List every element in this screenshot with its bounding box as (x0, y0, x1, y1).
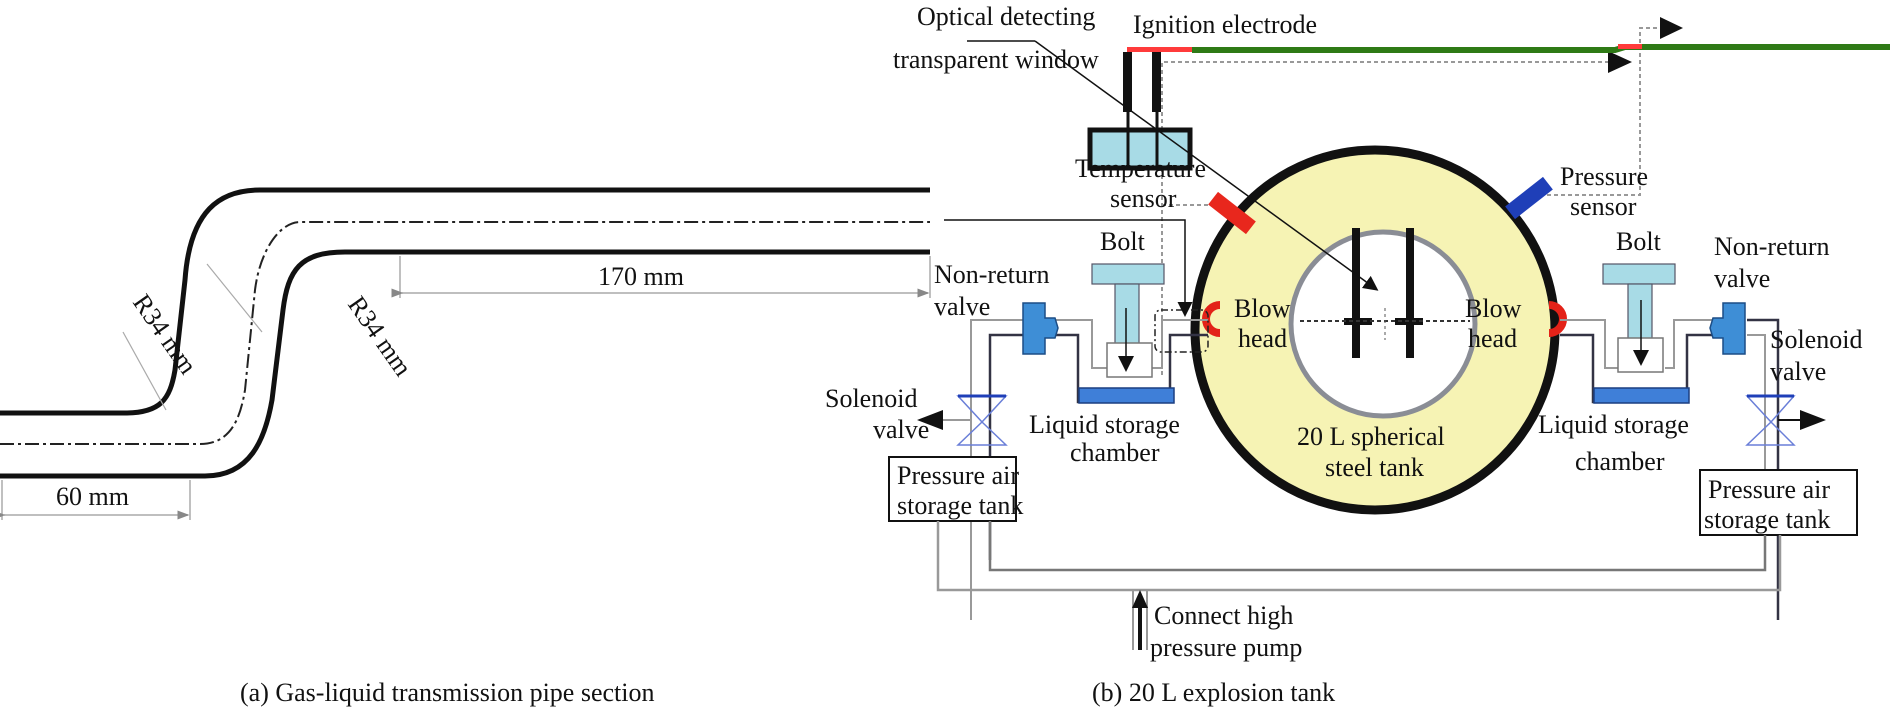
label-solenoid-left-1: Solenoid (825, 384, 917, 413)
temperature-sensor (1208, 191, 1256, 235)
label-temperature-2: sensor (1110, 184, 1177, 213)
label-optical-2: transparent window (893, 45, 1099, 74)
label-optical-1: Optical detecting (917, 2, 1095, 31)
inner-electrode (1352, 228, 1360, 358)
pipe-section-panel: 170 mm 60 mm R34 mm R34 mm (a) Gas-liqui… (0, 187, 931, 707)
pressure-sensor (1505, 176, 1553, 220)
label-pump-1: Connect high (1154, 601, 1293, 630)
signal-line-optical (1161, 61, 1620, 375)
electrode-rod (1152, 52, 1161, 112)
pipe-centerline (0, 221, 930, 445)
liquid-storage-chamber-left (1078, 387, 1175, 404)
optical-window-leader (1034, 40, 1379, 291)
label-blow-left-2: head (1238, 324, 1287, 353)
label-nrv-left-2: valve (934, 292, 990, 321)
pipe-wall-lower (0, 249, 930, 479)
label-pressure-1: Pressure (1560, 162, 1648, 191)
dim-label-170: 170 mm (598, 262, 684, 291)
manifold-inner (988, 521, 1767, 572)
radius-leader (206, 263, 263, 333)
label-temperature-1: Temperature (1075, 154, 1206, 183)
explosion-tank-panel: Optical detecting transparent window Ign… (825, 2, 1890, 707)
dim-label-60: 60 mm (56, 482, 129, 511)
label-nrv-right-2: valve (1714, 264, 1770, 293)
bolt-arrow-icon (1118, 356, 1134, 372)
exhaust-arrow-icon (1800, 410, 1826, 430)
ignition-wire (1192, 44, 1890, 53)
label-lsc-right-1: Liquid storage (1538, 410, 1689, 439)
non-return-valve-left (1022, 302, 1059, 355)
label-pump-2: pressure pump (1150, 633, 1302, 662)
label-pat-left-1: Pressure air (897, 461, 1019, 490)
inner-chamber (1288, 229, 1478, 419)
pipe-connection-leader (944, 219, 1193, 317)
label-blow-right-2: head (1468, 324, 1517, 353)
label-lsc-right-2: chamber (1575, 447, 1665, 476)
label-solenoid-left-2: valve (873, 415, 929, 444)
signal-line-pressure (1540, 27, 1660, 196)
signal-arrow-icon (1608, 51, 1632, 73)
exhaust-arrow-icon (917, 410, 943, 430)
label-solenoid-right-1: Solenoid (1770, 325, 1862, 354)
label-nrv-right-1: Non-return (1714, 232, 1830, 261)
label-lsc-left-1: Liquid storage (1029, 410, 1180, 439)
electrode-tip-left (1127, 47, 1192, 52)
pressure-air-tank-right (1699, 469, 1858, 536)
caption-b: (b) 20 L explosion tank (1092, 678, 1335, 707)
bolt-left (1091, 263, 1165, 285)
label-bolt-right: Bolt (1616, 227, 1662, 256)
pipe-wall-upper (0, 187, 930, 416)
pressure-air-tank-left (888, 456, 1017, 522)
non-return-valve-right (1709, 302, 1746, 355)
label-bolt-left: Bolt (1100, 227, 1146, 256)
liquid-storage-chamber-right (1593, 387, 1690, 404)
manifold-outer (936, 521, 1782, 592)
radius-label-right: R34 mm (342, 291, 418, 382)
electrode-tip-right (1618, 44, 1642, 49)
electrode-flange (1087, 127, 1193, 171)
inner-electrode (1406, 228, 1414, 358)
electrode-rod (1123, 52, 1132, 112)
caption-a: (a) Gas-liquid transmission pipe section (240, 678, 654, 707)
bolt-arrow-icon (1633, 350, 1649, 366)
label-tank-2: steel tank (1325, 453, 1424, 482)
radius-leader (122, 331, 167, 411)
left-gas-circuit (888, 219, 1209, 620)
label-pat-right-2: storage tank (1704, 505, 1830, 534)
signal-arrow-icon (1660, 17, 1683, 39)
label-solenoid-right-2: valve (1770, 357, 1826, 386)
label-ignition-electrode: Ignition electrode (1133, 10, 1317, 39)
label-blow-right-1: Blow (1465, 294, 1522, 323)
label-nrv-left-1: Non-return (934, 260, 1050, 289)
label-blow-left-1: Blow (1234, 294, 1291, 323)
label-lsc-left-2: chamber (1070, 438, 1160, 467)
right-gas-circuit (1560, 263, 1858, 620)
label-pat-right-1: Pressure air (1708, 475, 1830, 504)
label-tank-1: 20 L spherical (1297, 422, 1445, 451)
label-pat-left-2: storage tank (897, 491, 1023, 520)
label-pressure-2: sensor (1570, 192, 1637, 221)
pump-inlet-arrow-icon (1132, 590, 1148, 608)
radius-label-left: R34 mm (127, 289, 203, 380)
bolt-right (1602, 263, 1676, 285)
